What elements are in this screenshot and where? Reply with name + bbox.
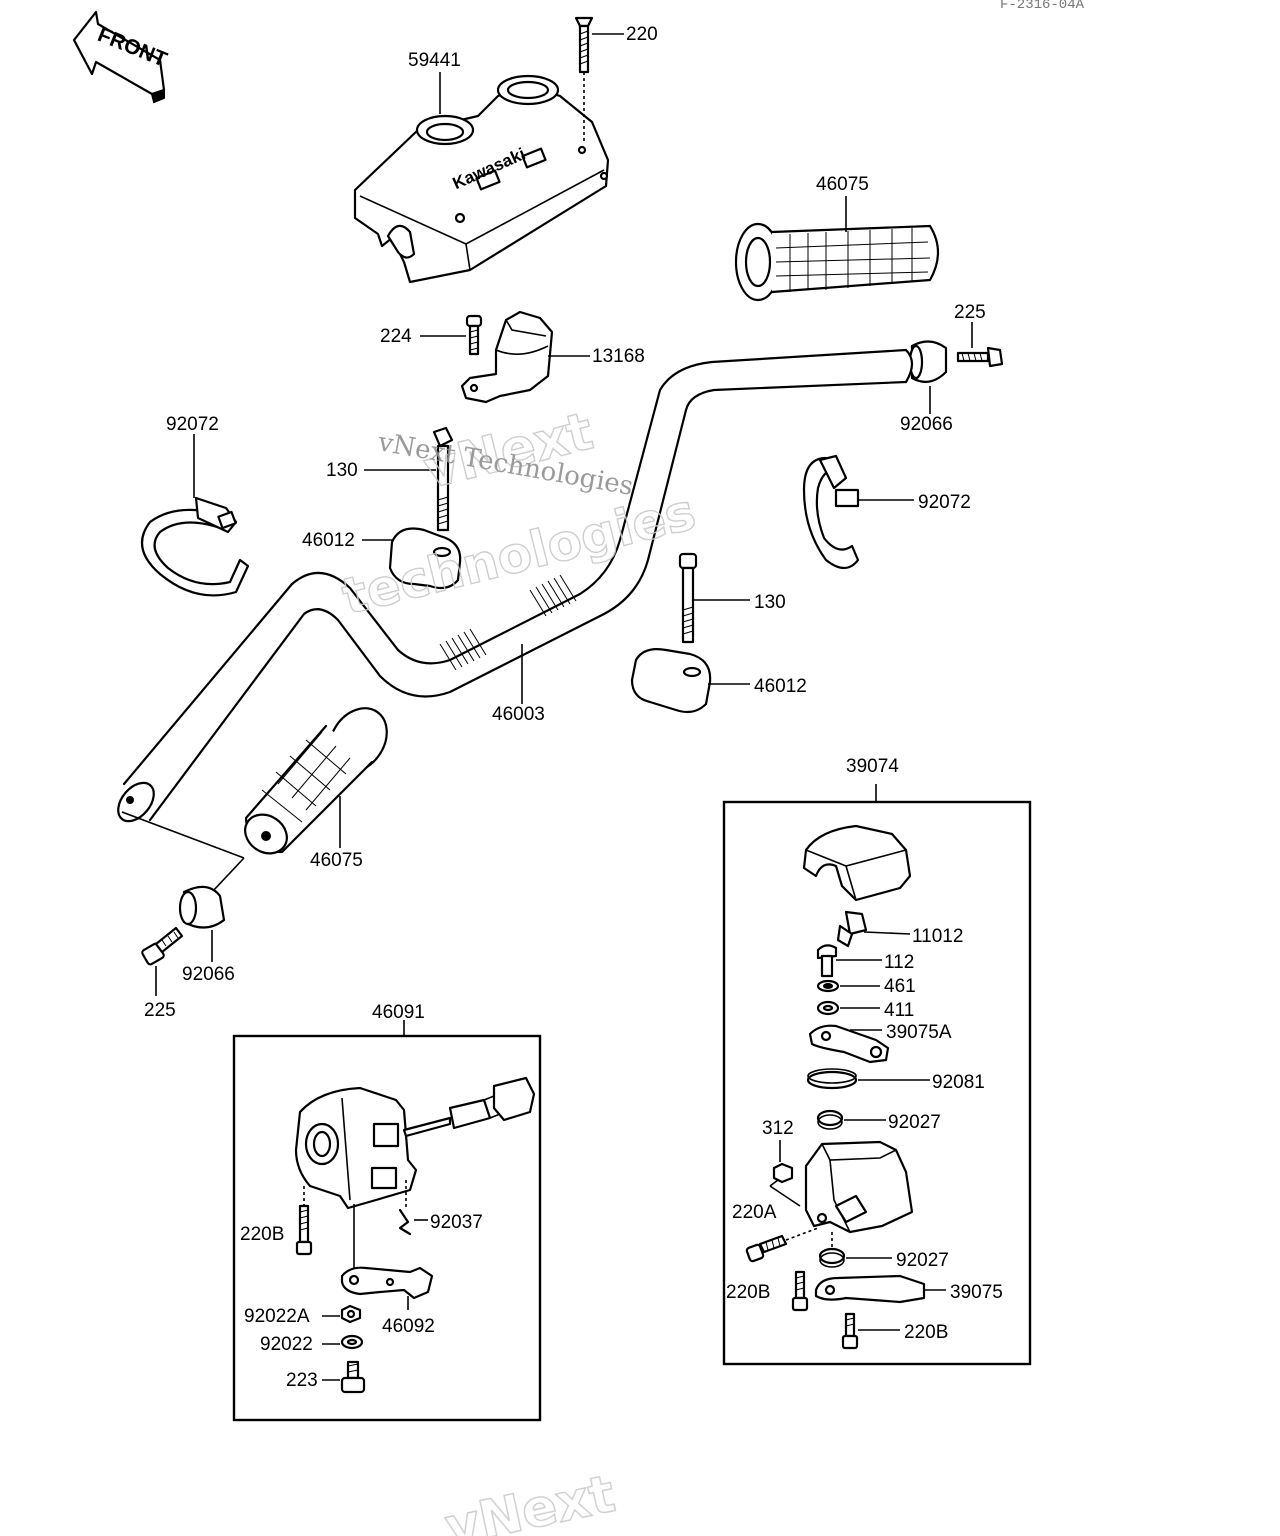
front-arrow-icon: FRONT xyxy=(72,10,170,104)
label-223: 223 xyxy=(286,1370,318,1391)
label-224: 224 xyxy=(380,326,412,347)
label-13168: 13168 xyxy=(592,346,645,367)
band-92072-right xyxy=(802,454,860,570)
holder-46012-right xyxy=(630,648,712,714)
bar-end-92066-right xyxy=(908,340,948,383)
label-59441: 59441 xyxy=(408,50,461,71)
throttle-housing xyxy=(804,1140,914,1234)
label-220-top: 220 xyxy=(626,24,658,45)
bolt-130-left xyxy=(432,426,454,532)
label-46012-left: 46012 xyxy=(302,530,355,551)
throttle-cover xyxy=(802,824,912,902)
screw-220 xyxy=(574,16,594,74)
switch-assembly-46091-box xyxy=(232,1034,542,1422)
label-92027-a: 92027 xyxy=(888,1112,941,1133)
label-39074: 39074 xyxy=(846,756,899,777)
label-46012-right: 46012 xyxy=(754,676,807,697)
screw-220B-a xyxy=(295,1204,313,1256)
label-46003: 46003 xyxy=(492,704,545,725)
label-92027-b: 92027 xyxy=(896,1250,949,1271)
bracket-13168 xyxy=(460,310,554,404)
label-46092: 46092 xyxy=(382,1316,435,1337)
label-220A: 220A xyxy=(732,1202,777,1223)
bar-end-92066-left xyxy=(178,885,226,929)
label-92022: 92022 xyxy=(260,1334,313,1355)
washer-92022 xyxy=(340,1334,364,1350)
screw-220B-c xyxy=(841,1312,859,1350)
bolt-112 xyxy=(816,944,838,978)
seal-92027-a xyxy=(816,1109,844,1130)
throttle-case-39074-box xyxy=(722,800,1032,1366)
switch-cover-59441: Kawasaki xyxy=(353,74,610,284)
label-46091: 46091 xyxy=(372,1002,425,1023)
label-130-left: 130 xyxy=(326,460,358,481)
label-46075-right: 46075 xyxy=(816,174,869,195)
label-39075A: 39075A xyxy=(886,1022,952,1043)
pulley-39075 xyxy=(814,1274,926,1304)
label-225-right: 225 xyxy=(954,302,986,323)
label-411: 411 xyxy=(884,1000,914,1021)
nut-92022A xyxy=(340,1304,362,1324)
seal-92027-b xyxy=(818,1247,846,1268)
label-220B-c: 220B xyxy=(904,1322,948,1343)
bolt-223 xyxy=(340,1360,366,1394)
bolt-130-right xyxy=(678,552,698,644)
connector-11012 xyxy=(836,910,868,948)
label-92022A: 92022A xyxy=(244,1306,310,1327)
reference-code: F-2316-04A xyxy=(1000,0,1085,13)
washer-411 xyxy=(816,1000,840,1016)
lever-46092 xyxy=(340,1266,434,1300)
label-112: 112 xyxy=(884,952,914,973)
label-92081: 92081 xyxy=(932,1072,985,1093)
label-130-right: 130 xyxy=(754,592,786,613)
spring-92081 xyxy=(806,1068,858,1090)
label-92066-left: 92066 xyxy=(182,964,235,985)
pulley-39075A xyxy=(808,1024,890,1064)
label-220B-a: 220B xyxy=(240,1224,284,1245)
bolt-225-right xyxy=(956,346,1004,368)
label-46075-left: 46075 xyxy=(310,850,363,871)
label-92037: 92037 xyxy=(430,1212,483,1233)
screw-220B-b xyxy=(791,1270,809,1312)
washer-461 xyxy=(816,979,840,993)
label-39075: 39075 xyxy=(950,1282,1003,1303)
label-92072-right: 92072 xyxy=(918,492,971,513)
handlebar-46003 xyxy=(117,348,914,823)
holder-46012-left xyxy=(388,527,462,590)
bolt-225-left xyxy=(141,926,184,966)
label-220B-b: 220B xyxy=(726,1282,770,1303)
label-92072-left: 92072 xyxy=(166,414,219,435)
handlebar-switch-left xyxy=(294,1076,536,1210)
label-92066-right: 92066 xyxy=(900,414,953,435)
label-11012: 11012 xyxy=(912,926,963,947)
grip-46075-right xyxy=(734,222,940,302)
band-92072-left xyxy=(140,496,250,597)
label-312: 312 xyxy=(762,1118,794,1139)
label-461: 461 xyxy=(884,976,916,997)
grip-46075-left xyxy=(244,707,388,855)
label-225-left: 225 xyxy=(144,1000,176,1021)
spring-92037 xyxy=(398,1208,412,1236)
watermark-bottom: vNext xyxy=(440,1464,620,1536)
bolt-224 xyxy=(465,314,483,356)
nut-312 xyxy=(772,1162,794,1184)
watermark: vNext technologies vNext Technologies vN… xyxy=(336,401,702,1536)
screw-220A xyxy=(745,1234,788,1263)
